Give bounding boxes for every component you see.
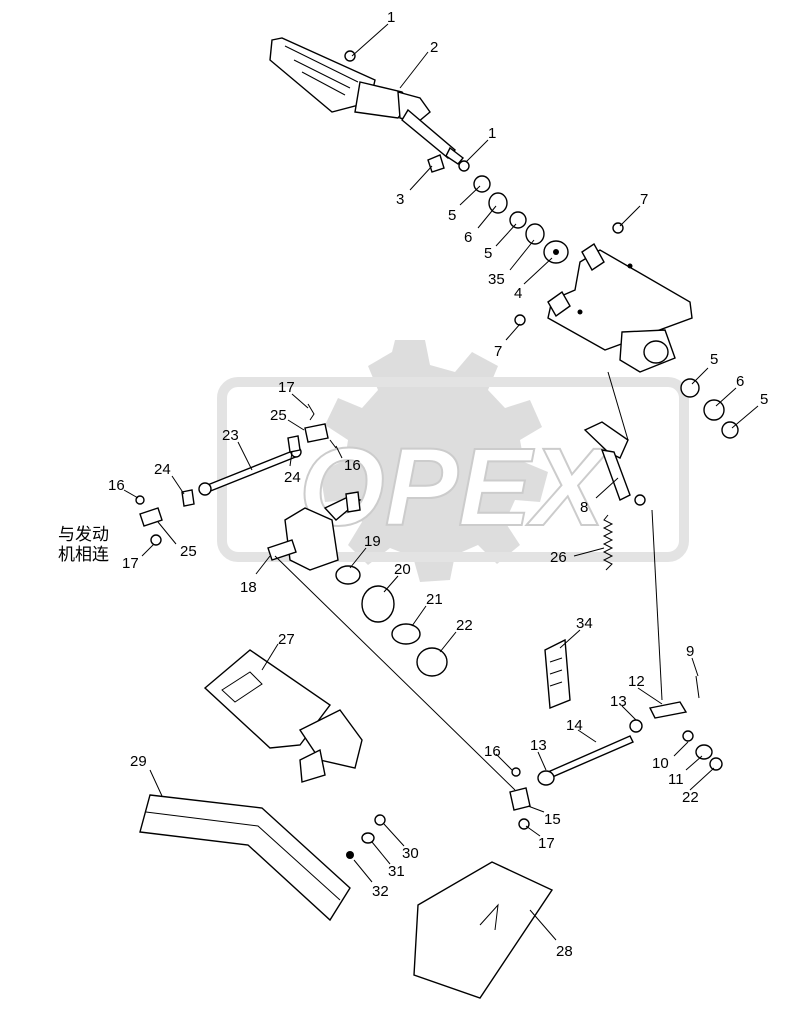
callout-13-left: 13 — [530, 737, 547, 754]
rod-14 — [547, 735, 634, 779]
watermark-frame — [217, 377, 689, 562]
bushing-5-right-a — [680, 378, 700, 398]
bracket-27 — [203, 649, 363, 783]
callout-31: 31 — [388, 863, 405, 880]
pin-16-mid — [329, 439, 337, 449]
callout-32: 32 — [372, 883, 389, 900]
callout-22-mid: 22 — [456, 617, 473, 634]
callout-10: 10 — [652, 755, 669, 772]
nut-13-left — [537, 770, 555, 786]
callout-25-mid: 25 — [270, 407, 287, 424]
clip-24-mid — [287, 435, 301, 453]
callout-28: 28 — [556, 943, 573, 960]
callout-16-left: 16 — [108, 477, 125, 494]
callout-14: 14 — [566, 717, 583, 734]
clip-12 — [648, 701, 688, 719]
callout-30: 30 — [402, 845, 419, 862]
callout-35: 35 — [488, 271, 505, 288]
callout-29: 29 — [130, 753, 147, 770]
callout-24-left: 24 — [154, 461, 171, 478]
nut-22-right — [709, 757, 723, 771]
callout-16-lower: 16 — [484, 743, 501, 760]
callout-16-mid: 16 — [344, 457, 361, 474]
plate-34 — [544, 638, 571, 710]
watermark-text: OPEX — [299, 426, 610, 549]
callout-5-b: 5 — [484, 245, 492, 262]
bracket-plate — [547, 242, 693, 373]
callout-labels: 1 2 1 3 5 6 5 35 4 7 7 5 6 5 8 26 17 25 … — [108, 9, 768, 960]
callout-12: 12 — [628, 673, 645, 690]
pin-17-mid — [307, 403, 315, 421]
washer-31 — [361, 832, 375, 844]
clip-24-left — [181, 489, 195, 507]
engine-connection-note: 与发动 机相连 — [58, 525, 109, 565]
watermark: OPEX — [217, 340, 689, 582]
pin-10 — [682, 730, 694, 742]
note-line-1: 与发动 — [58, 525, 109, 545]
bolt-7-left — [514, 314, 526, 326]
clip-11 — [695, 744, 713, 760]
callout-5-d: 5 — [760, 391, 768, 408]
shaft-housing-18 — [267, 491, 362, 571]
nut-32 — [346, 851, 354, 859]
callout-22-right: 22 — [682, 789, 699, 806]
clip-25-left — [139, 507, 163, 527]
callout-8: 8 — [580, 499, 588, 516]
clip-15 — [509, 787, 531, 811]
callout-23: 23 — [222, 427, 239, 444]
link-line-long — [274, 555, 516, 791]
callout-17-mid: 17 — [278, 379, 295, 396]
note-line-2: 机相连 — [58, 545, 109, 565]
callout-9: 9 — [686, 643, 694, 660]
callout-27: 27 — [278, 631, 295, 648]
callout-7-top: 7 — [640, 191, 648, 208]
nut-13-right — [629, 719, 643, 733]
clip-25-mid — [304, 423, 329, 443]
callout-21: 21 — [426, 591, 443, 608]
bolt-17-left — [150, 534, 162, 546]
callout-19: 19 — [364, 533, 381, 550]
callout-1-second: 1 — [488, 125, 496, 142]
link-line-8 — [607, 371, 629, 441]
callout-15: 15 — [544, 811, 561, 828]
callout-11: 11 — [668, 771, 684, 788]
bushing-6-right — [703, 399, 725, 421]
washer-21 — [391, 623, 421, 645]
plate-28 — [413, 861, 554, 999]
callout-20: 20 — [394, 561, 411, 578]
pin-16-lower — [511, 767, 521, 777]
callout-34: 34 — [576, 615, 593, 632]
leader-lines — [123, 23, 759, 941]
callout-7-left: 7 — [494, 343, 502, 360]
bolt-30 — [374, 814, 386, 826]
link-line-right — [651, 509, 663, 701]
callout-1-top: 1 — [387, 9, 395, 26]
callout-3: 3 — [396, 191, 404, 208]
pedal-assembly-2 — [269, 37, 465, 165]
nut-1 — [458, 160, 470, 172]
watermark-gear — [320, 340, 548, 582]
spring-26 — [602, 514, 614, 571]
callout-6-a: 6 — [464, 229, 472, 246]
callout-2: 2 — [430, 39, 438, 56]
callout-24-mid: 24 — [284, 469, 301, 486]
callout-13-right: 13 — [610, 693, 627, 710]
callout-26: 26 — [550, 549, 567, 566]
channel-29 — [139, 794, 351, 922]
callout-17-lower: 17 — [538, 835, 555, 852]
callout-4: 4 — [514, 285, 522, 302]
callout-5-a: 5 — [448, 207, 456, 224]
key-3 — [427, 154, 445, 173]
pin-9 — [695, 675, 700, 699]
callout-5-c: 5 — [710, 351, 718, 368]
nut-22-mid — [416, 647, 448, 677]
callout-25-left: 25 — [180, 543, 197, 560]
washer-19 — [335, 565, 361, 585]
callout-17-left: 17 — [122, 555, 139, 572]
lever-8 — [583, 421, 646, 506]
callout-18: 18 — [240, 579, 257, 596]
callout-6-b: 6 — [736, 373, 744, 390]
bushing-20 — [361, 585, 395, 623]
